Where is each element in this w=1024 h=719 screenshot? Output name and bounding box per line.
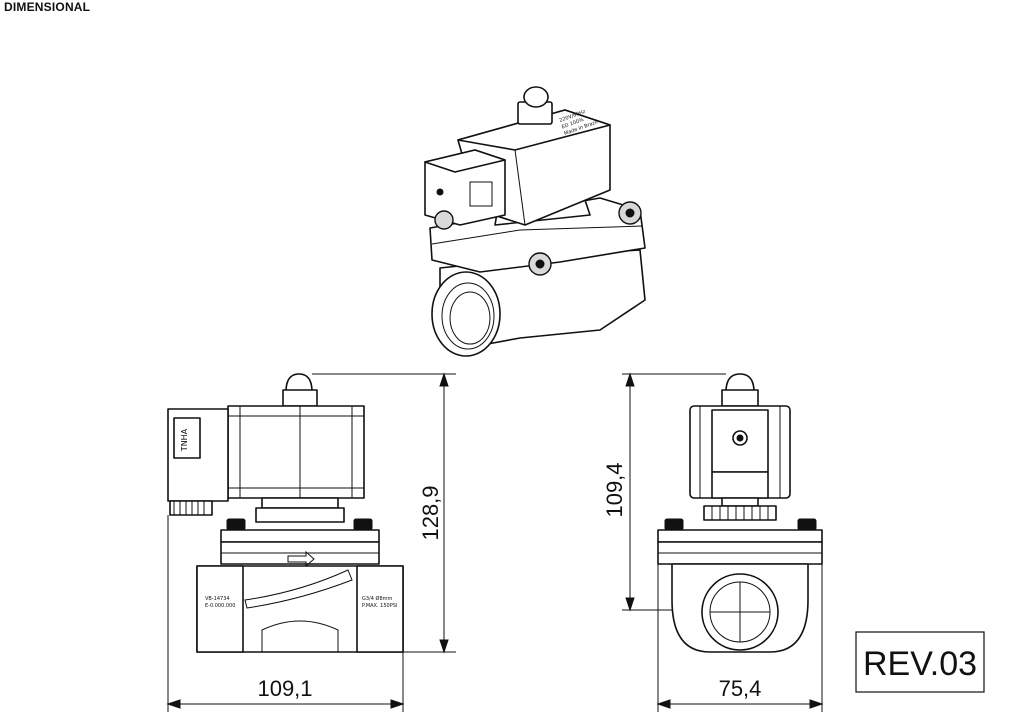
connector-text: TNHA [180,428,189,452]
side-dimensions: 109,4 75,4 [602,372,824,712]
header-title: DIMENSIONAL [4,0,91,14]
front-label-right-1: G3/4 Ø8mm [362,595,392,602]
isometric-view: 220V/60Hz ED 100% Made in Brazil [424,86,646,357]
front-label-right-2: P.MAX. 150PSI [362,603,397,609]
dim-side-width: 75,4 [719,676,762,701]
revision-label: REV.03 [863,645,977,683]
dim-side-height: 109,4 [602,462,627,517]
front-label-left-2: E-0.000.000 [205,603,235,609]
front-label-left-1: VB-14734 [205,596,230,602]
front-dimensions: 128,9 109,1 [166,372,456,712]
dim-front-height: 128,9 [418,485,443,540]
side-view [657,373,823,653]
front-view: TNHA VB-14734 E-0.000.000 G3/4 Ø8mm P.MA… [167,373,404,653]
revision-box: REV.03 [855,631,985,693]
dim-front-width: 109,1 [257,676,312,701]
